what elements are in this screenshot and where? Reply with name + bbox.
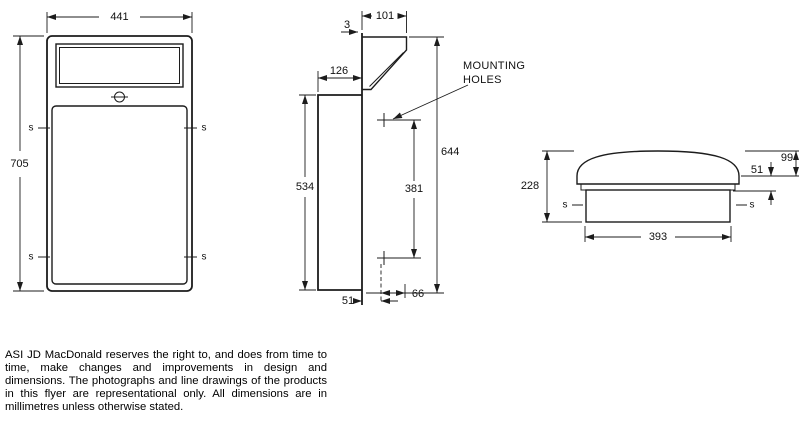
front-width-dim-label: 441: [110, 11, 128, 23]
front-cabinet-outline: [46, 35, 193, 292]
end-dome-outline: [576, 150, 740, 185]
front-height-dim-label: 705: [10, 158, 28, 170]
end-body-outline: [585, 189, 731, 223]
side-top-depth-label: 101: [376, 10, 394, 22]
side-body-depth-label: 126: [330, 65, 348, 77]
side-hole-depth-label: 66: [412, 288, 424, 300]
side-body-profile: [317, 94, 362, 291]
end-seam-mark-right: s: [750, 200, 755, 211]
side-front-height-label: 534: [296, 181, 314, 193]
front-flap-outer: [55, 43, 184, 88]
end-lip-label: 51: [751, 164, 763, 176]
end-seam-mark-left: s: [563, 200, 568, 211]
end-width-label: 393: [649, 231, 667, 243]
side-hood-flap-line: [369, 52, 404, 87]
mounting-hole-marks: [377, 113, 391, 265]
front-seam-mark-left-upper: s: [29, 123, 34, 134]
side-view: MOUNTING HOLES 101 3 126 534 644 381 51 …: [296, 10, 525, 307]
technical-drawing-canvas: 441 705 s s s s MOUNTING HOLES 101 3 126…: [10, 10, 799, 307]
front-seam-mark-left-lower: s: [29, 252, 34, 263]
side-overall-height-extension-lines: [366, 36, 444, 294]
end-top-height-label: 99: [781, 152, 793, 164]
end-view: 228 393 51 99 s s: [521, 150, 799, 243]
side-bottom-offset-label: 51: [342, 295, 354, 307]
front-seam-ticks: [38, 127, 197, 258]
side-gap-label: 3: [344, 19, 350, 31]
front-flap-inner: [59, 47, 180, 84]
mounting-holes-leader-line: [392, 84, 469, 120]
end-height-label: 228: [521, 180, 539, 192]
front-seam-mark-right-lower: s: [202, 252, 207, 263]
end-height-extension-lines: [542, 150, 582, 223]
front-seam-mark-right-upper: s: [202, 123, 207, 134]
side-hood-profile: [362, 36, 408, 91]
side-hole-spacing-label: 381: [405, 183, 423, 195]
disclaimer-text: ASI JD MacDonald reserves the right to, …: [5, 349, 327, 413]
end-lip-extension-lines: [733, 175, 799, 192]
front-door-panel: [51, 105, 188, 285]
mounting-holes-label-line1: MOUNTING: [463, 60, 525, 72]
end-lip-outline: [580, 184, 736, 191]
mounting-holes-label-line2: HOLES: [463, 74, 502, 86]
front-view: 441 705 s s s s: [10, 11, 207, 292]
side-overall-height-label: 644: [441, 146, 459, 158]
